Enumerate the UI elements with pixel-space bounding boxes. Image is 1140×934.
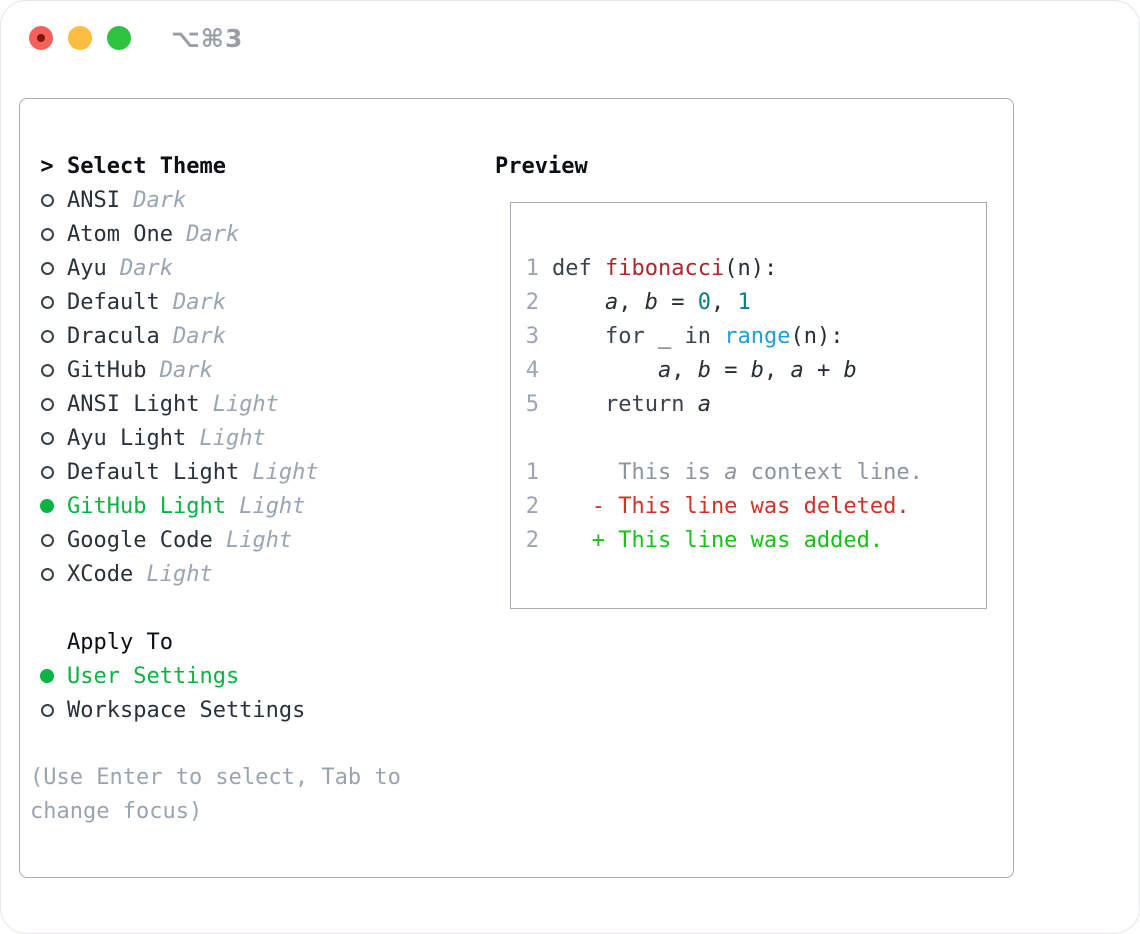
theme-item[interactable]: XCode Light [27,557,487,591]
line-number: 1 [525,255,539,281]
theme-item-label: ANSI Light [67,391,200,417]
code-line: 2 a, b = 0, 1 [513,285,986,319]
line-number: 4 [525,357,539,383]
theme-variant-label: Light [212,527,293,553]
theme-variant-label: Light [186,425,266,451]
diff-line: 1 This is a context line. [513,455,986,489]
radio-icon [40,227,54,241]
radio-icon [40,193,54,207]
theme-item-label: Ayu [67,255,107,281]
theme-variant-label: Dark [172,221,240,247]
radio-icon [40,431,54,445]
apply-option[interactable]: User Settings [27,659,487,693]
theme-item[interactable]: ANSI Light Light [27,387,487,421]
theme-variant-label: Dark [106,255,173,281]
radio-icon [40,533,54,547]
theme-item[interactable]: Default Light Light [27,455,487,489]
theme-item-label: Dracula [67,323,160,349]
theme-item[interactable]: GitHub Light Light [27,489,487,523]
line-number: 2 [525,493,539,519]
code-line: 4 a, b = b, a + b [513,353,986,387]
theme-variant-label: Dark [159,323,226,349]
theme-item[interactable]: Ayu Light Light [27,421,487,455]
theme-item-label: Default [67,289,160,315]
line-number: 2 [525,289,539,315]
theme-item-label: Default Light [67,459,240,485]
theme-variant-label: Dark [146,357,213,383]
radio-icon [40,295,54,309]
radio-icon [40,397,54,411]
apply-option[interactable]: Workspace Settings [27,693,487,727]
theme-variant-label: Light [199,391,279,417]
theme-item-label: Atom One [67,221,173,247]
radio-selected-icon [40,669,54,683]
line-number: 2 [525,527,539,553]
apply-to-title: Apply To [67,629,173,655]
theme-item[interactable]: Default Dark [27,285,487,319]
theme-variant-label: Dark [119,187,187,213]
select-theme-header: > Select Theme [27,149,487,183]
line-number: 1 [525,459,539,485]
theme-item-label: Ayu Light [67,425,187,451]
code-line: 3 for _ in range(n): [513,319,986,353]
theme-item[interactable]: Dracula Dark [27,319,487,353]
apply-to-header: Apply To [27,625,487,659]
code-line: 5 return a [513,387,986,421]
radio-icon [40,567,54,581]
close-button[interactable] [29,26,53,50]
theme-variant-label: Light [225,493,306,519]
line-number: 5 [525,391,539,417]
theme-item[interactable]: Atom One Dark [27,217,487,251]
radio-icon [40,329,54,343]
zoom-button[interactable] [107,26,131,50]
theme-item-label: GitHub [67,357,147,383]
diff-line: 2 + This line was added. [513,523,986,557]
theme-item[interactable]: Google Code Light [27,523,487,557]
radio-icon [40,261,54,275]
apply-option-label: Workspace Settings [67,697,306,723]
theme-item[interactable]: Ayu Dark [27,251,487,285]
minimize-button[interactable] [68,26,92,50]
theme-item[interactable]: GitHub Dark [27,353,487,387]
theme-item-label: XCode [67,561,134,587]
line-number: 3 [525,323,539,349]
radio-icon [40,465,54,479]
help-text: (Use Enter to select, Tab to change focu… [30,765,401,824]
theme-item[interactable]: ANSI Dark [27,183,487,217]
theme-item-label: ANSI [67,187,120,213]
theme-variant-label: Dark [159,289,226,315]
theme-variant-label: Light [133,561,213,587]
window-title: ⌥⌘3 [171,23,244,53]
preview-title: Preview [495,153,588,179]
prompt-icon: > [40,153,54,179]
select-theme-title: Select Theme [67,153,226,179]
apply-option-label: User Settings [67,663,240,689]
titlebar: ⌥⌘3 [29,23,244,53]
theme-item-label: Google Code [67,527,213,553]
theme-item-label: GitHub Light [67,493,226,519]
theme-variant-label: Light [239,459,319,485]
diff-line: 2 - This line was deleted. [513,489,986,523]
radio-icon [40,363,54,377]
radio-icon [40,703,54,717]
radio-selected-icon [40,499,54,513]
